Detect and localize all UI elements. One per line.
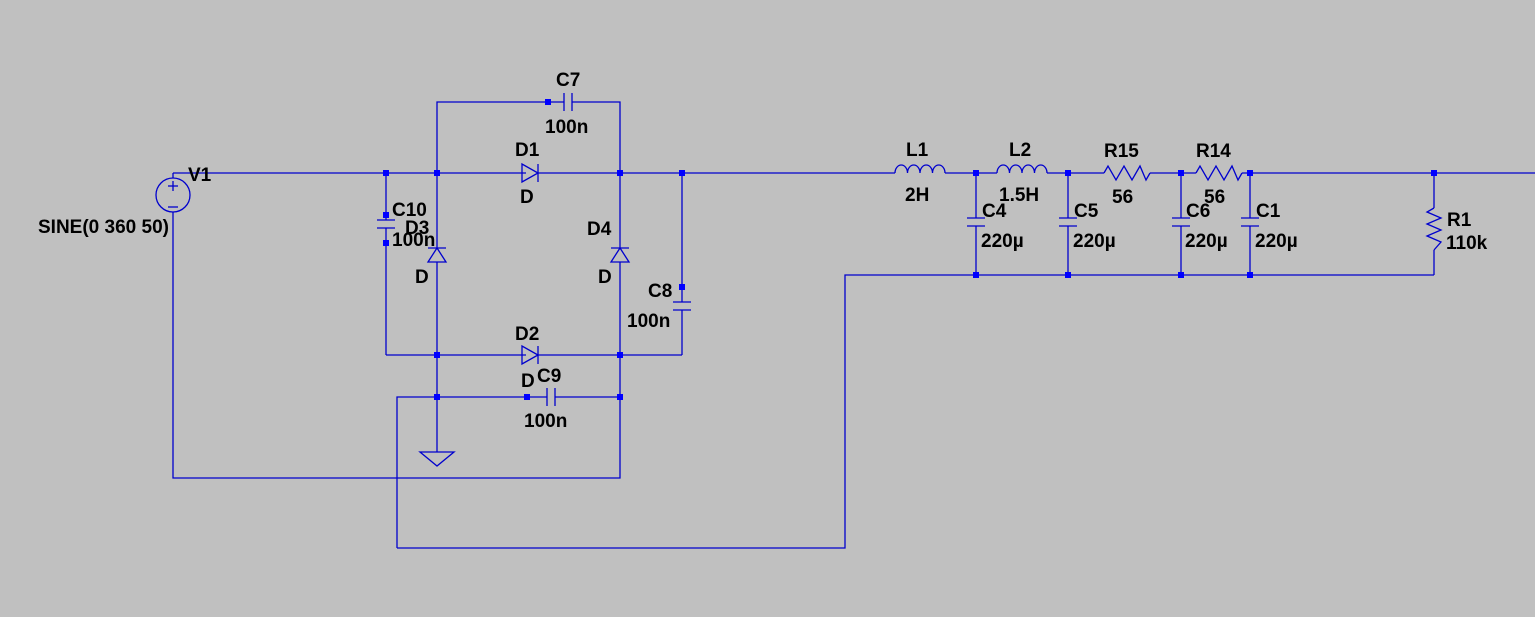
l1-value-label: 2H — [905, 185, 929, 206]
l2-name-label: L2 — [1009, 140, 1031, 161]
d4-name-label: D4 — [587, 219, 612, 240]
c6-value-label: 220µ — [1185, 231, 1228, 252]
wires — [172, 101, 1535, 549]
l1-name-label: L1 — [906, 140, 929, 161]
d4-value-label: D — [598, 267, 612, 288]
d4-diode-symbol[interactable] — [609, 246, 631, 263]
l1-inductor-symbol[interactable] — [894, 164, 946, 174]
c4-capacitor-symbol[interactable] — [967, 217, 985, 227]
r14-value-label: 56 — [1204, 187, 1225, 208]
d2-name-label: D2 — [515, 324, 539, 345]
d2-value-label: D — [521, 371, 535, 392]
r1-name-label: R1 — [1447, 210, 1472, 231]
ground-symbol — [418, 451, 456, 467]
c8-capacitor-symbol[interactable] — [673, 301, 691, 311]
d3-name-label: D3 — [405, 218, 429, 239]
r1-value-label: 110k — [1446, 233, 1488, 254]
l2-inductor-symbol[interactable] — [996, 164, 1048, 174]
d3-diode-symbol[interactable] — [426, 246, 448, 263]
c5-capacitor-symbol[interactable] — [1059, 217, 1077, 227]
d3-value-label: D — [415, 267, 429, 288]
v1-value-label: SINE(0 360 50) — [38, 217, 169, 238]
c1-name-label: C1 — [1256, 201, 1281, 222]
d2-diode-symbol[interactable] — [521, 344, 540, 366]
c8-value-label: 100n — [627, 311, 670, 332]
c6-capacitor-symbol[interactable] — [1172, 217, 1190, 227]
c10-value-label: 100n — [392, 230, 435, 251]
l2-value-label: 1.5H — [999, 185, 1039, 206]
c10-capacitor-symbol[interactable] — [377, 219, 395, 229]
c1-value-label: 220µ — [1255, 231, 1298, 252]
c9-capacitor-symbol[interactable] — [546, 388, 556, 406]
d1-diode-symbol[interactable] — [521, 162, 540, 184]
c5-value-label: 220µ — [1073, 231, 1116, 252]
r1-resistor-symbol[interactable] — [1425, 207, 1443, 251]
c1-capacitor-symbol[interactable] — [1241, 217, 1259, 227]
c9-value-label: 100n — [524, 411, 567, 432]
r14-name-label: R14 — [1196, 141, 1231, 162]
d1-value-label: D — [520, 187, 534, 208]
c10-name-label: C10 — [392, 200, 427, 221]
r15-name-label: R15 — [1104, 141, 1139, 162]
r15-value-label: 56 — [1112, 187, 1133, 208]
c7-name-label: C7 — [556, 70, 580, 91]
v1-name-label: V1 — [188, 165, 212, 186]
r14-resistor-symbol[interactable] — [1195, 164, 1243, 182]
c7-capacitor-symbol[interactable] — [563, 93, 573, 111]
c7-value-label: 100n — [545, 117, 588, 138]
d1-name-label: D1 — [515, 140, 540, 161]
c4-value-label: 220µ — [981, 231, 1024, 252]
junction-nodes — [383, 99, 1437, 400]
c5-name-label: C5 — [1074, 201, 1099, 222]
c8-name-label: C8 — [648, 281, 672, 302]
c9-name-label: C9 — [537, 366, 561, 387]
c6-name-label: C6 — [1186, 201, 1210, 222]
c4-name-label: C4 — [982, 201, 1007, 222]
v1-source-symbol[interactable] — [155, 177, 191, 213]
r15-resistor-symbol[interactable] — [1103, 164, 1151, 182]
